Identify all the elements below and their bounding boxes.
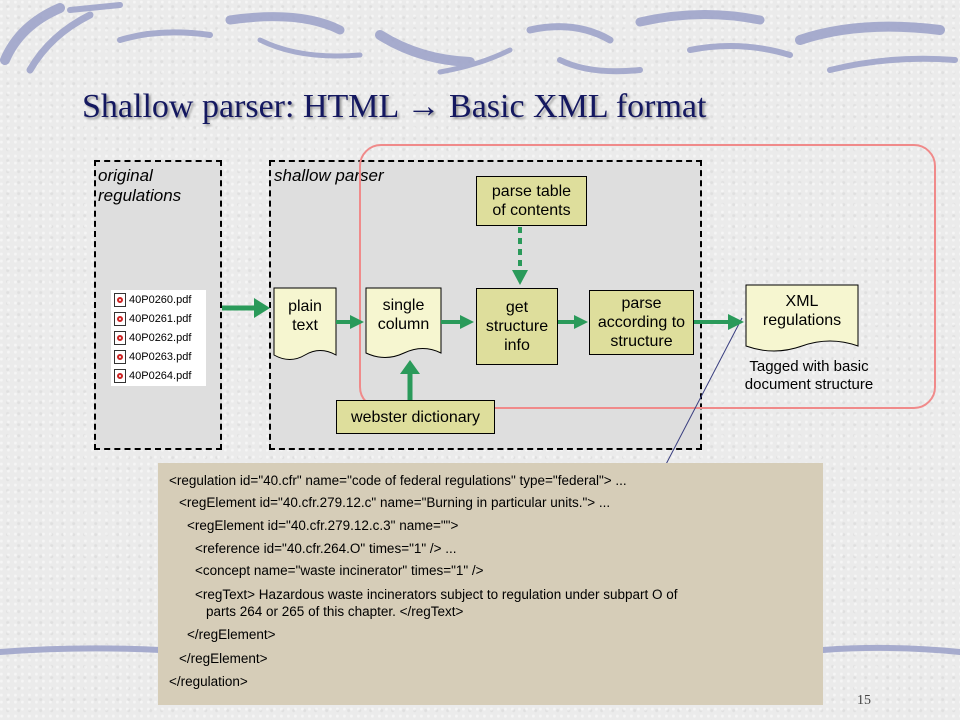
xml-regulations-doc-shape [745, 284, 859, 352]
xml-line: <regText> Hazardous waste incinerators s… [195, 587, 678, 602]
xml-line: <concept name="waste incinerator" times=… [195, 563, 484, 578]
get-structure-box: get structure info [476, 288, 558, 365]
xml-line: <regulation id="40.cfr" name="code of fe… [169, 473, 627, 488]
plain-text-label: plain text [288, 298, 322, 334]
xml-line: </regElement> [187, 627, 276, 642]
pdf-file-item[interactable]: 40P0262.pdf [111, 328, 206, 347]
pdf-file-icon [114, 349, 126, 364]
original-regulations-label: original regulations [98, 166, 182, 205]
parse-according-box: parse according to structure [589, 290, 694, 355]
xml-regulations-label: XML regulations [762, 293, 842, 329]
xml-example-panel: <regulation id="40.cfr" name="code of fe… [158, 463, 823, 705]
webster-dictionary-box: webster dictionary [336, 400, 495, 434]
pdf-file-icon [114, 311, 126, 326]
pdf-file-list: 40P0260.pdf 40P0261.pdf 40P0262.pdf 40P0… [111, 290, 206, 386]
xml-line: <regElement id="40.cfr.279.12.c" name="B… [179, 495, 611, 510]
xml-line: parts 264 or 265 of this chapter. </regT… [206, 604, 464, 619]
plain-text-doc-shape [273, 287, 337, 360]
pdf-file-item[interactable]: 40P0264.pdf [111, 366, 206, 385]
parse-toc-box: parse table of contents [476, 176, 587, 226]
shallow-parser-label: shallow parser [274, 166, 384, 185]
pdf-file-item[interactable]: 40P0260.pdf [111, 290, 206, 309]
pdf-file-icon [114, 368, 126, 383]
pdf-file-item[interactable]: 40P0263.pdf [111, 347, 206, 366]
xml-line: <regElement id="40.cfr.279.12.c.3" name=… [187, 518, 459, 533]
highlight-outline [359, 144, 936, 409]
pdf-file-item[interactable]: 40P0261.pdf [111, 309, 206, 328]
pdf-file-icon [114, 292, 126, 307]
xml-caption: Tagged with basic document structure [744, 358, 874, 393]
pdf-file-icon [114, 330, 126, 345]
single-column-doc-shape [365, 287, 442, 358]
xml-line: </regElement> [179, 651, 268, 666]
xml-line: </regulation> [169, 674, 248, 689]
slide-title: Shallow parser: HTML → Basic XML format [82, 88, 707, 125]
xml-line: <reference id="40.cfr.264.O" times="1" /… [195, 541, 457, 556]
callout-line [662, 317, 743, 471]
page-number: 15 [857, 693, 871, 708]
single-column-label: single column [377, 297, 430, 333]
